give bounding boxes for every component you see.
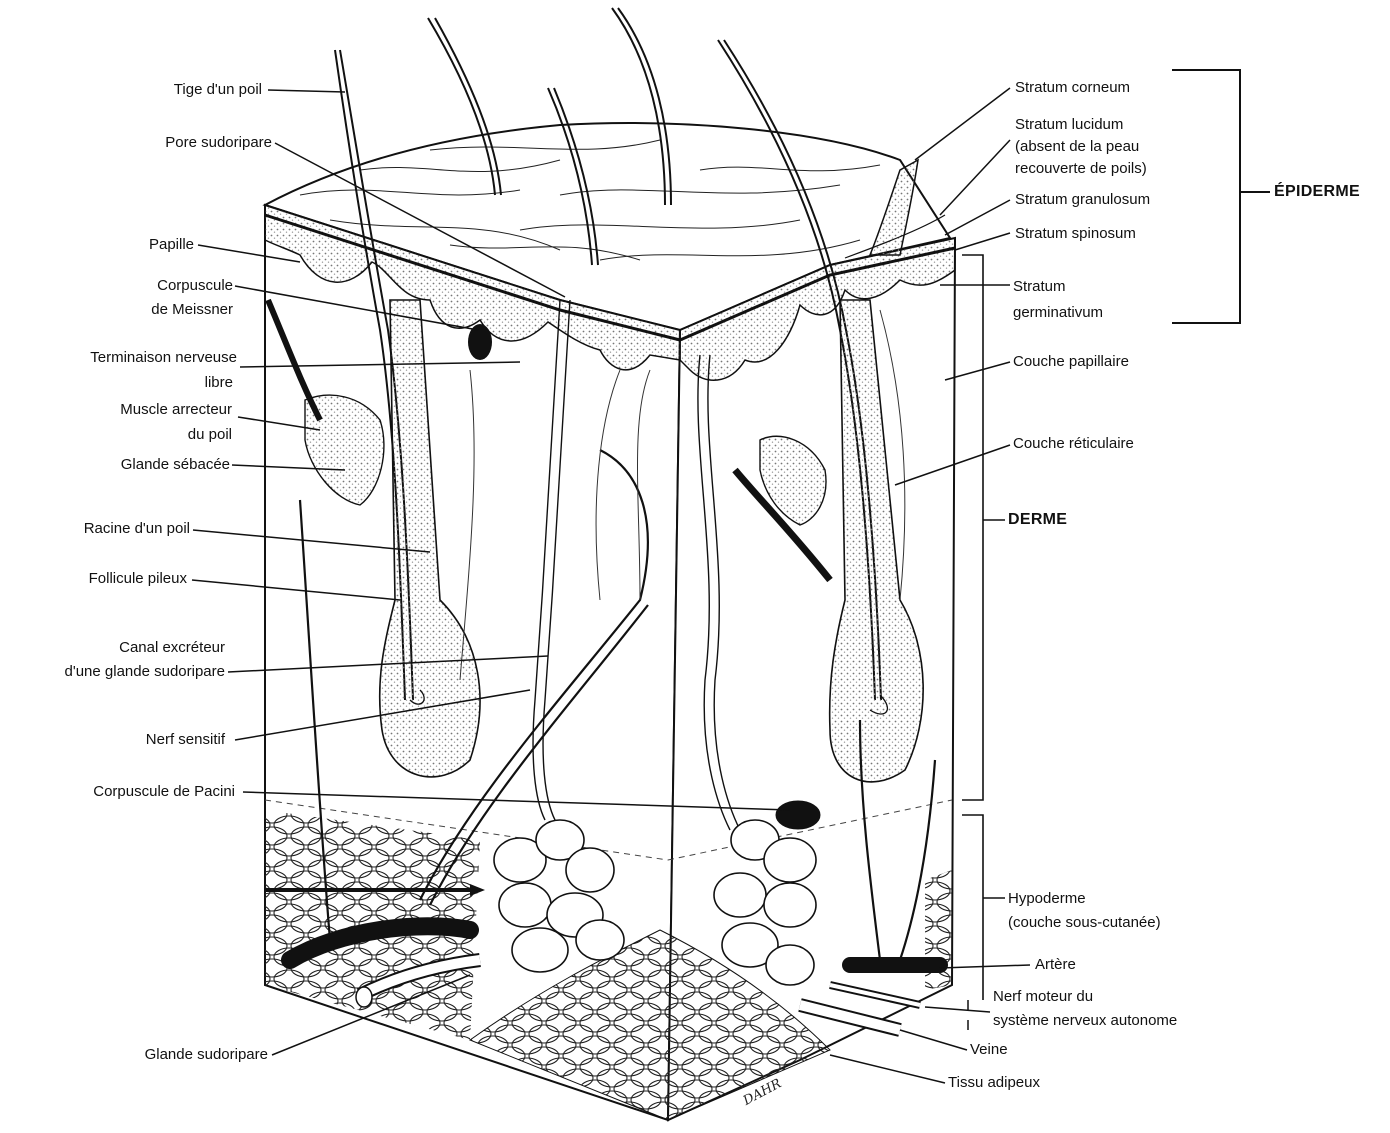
label-nerf-moteur-2: système nerveux autonome [993, 1009, 1177, 1033]
label-pore-sudoripare: Pore sudoripare [165, 131, 272, 155]
label-terminaison-1: Terminaison nerveuse [90, 346, 237, 370]
epiderme-bracket [1172, 70, 1270, 323]
label-artere: Artère [1035, 953, 1076, 977]
label-epiderme: ÉPIDERME [1274, 180, 1360, 204]
label-glande-sebacee: Glande sébacée [121, 453, 230, 477]
label-muscle-1: Muscle arrecteur [120, 398, 232, 422]
label-corpuscule-meissner-2: de Meissner [151, 298, 233, 322]
label-tissu-adipeux: Tissu adipeux [948, 1071, 1040, 1095]
label-stratum-spinosum: Stratum spinosum [1015, 222, 1136, 246]
label-follicule-pileux: Follicule pileux [89, 567, 187, 591]
label-stratum-lucidum-2: (absent de la peau [1015, 135, 1139, 159]
label-couche-reticulaire: Couche réticulaire [1013, 432, 1134, 456]
label-stratum-granulosum: Stratum granulosum [1015, 188, 1150, 212]
label-nerf-moteur-1: Nerf moteur du [993, 985, 1093, 1009]
label-stratum-germinativum-2: germinativum [1013, 301, 1103, 325]
label-racine-poil: Racine d'un poil [84, 517, 190, 541]
pacinian-corpuscle [776, 801, 820, 829]
label-stratum-lucidum-1: Stratum lucidum [1015, 113, 1123, 137]
label-hypoderme-1: Hypoderme [1008, 887, 1086, 911]
derme-bracket [962, 255, 1005, 1000]
label-derme: DERME [1008, 508, 1067, 532]
label-muscle-2: du poil [188, 423, 232, 447]
label-stratum-lucidum-3: recouverte de poils) [1015, 157, 1147, 181]
label-stratum-germinativum-1: Stratum [1013, 275, 1066, 299]
label-couche-papillaire: Couche papillaire [1013, 350, 1129, 374]
label-corpuscule-meissner-1: Corpuscule [157, 274, 233, 298]
label-stratum-corneum: Stratum corneum [1015, 76, 1130, 100]
label-nerf-sensitif: Nerf sensitif [146, 728, 225, 752]
label-tige-poil: Tige d'un poil [174, 78, 262, 102]
label-canal-2: d'une glande sudoripare [65, 660, 226, 684]
label-glande-sudoripare: Glande sudoripare [145, 1043, 268, 1067]
label-terminaison-2: libre [205, 371, 233, 395]
label-veine: Veine [970, 1038, 1008, 1062]
label-papille: Papille [149, 233, 194, 257]
label-corpuscule-pacini: Corpuscule de Pacini [93, 780, 235, 804]
label-hypoderme-2: (couche sous-cutanée) [1008, 911, 1161, 935]
label-canal-1: Canal excréteur [119, 636, 225, 660]
